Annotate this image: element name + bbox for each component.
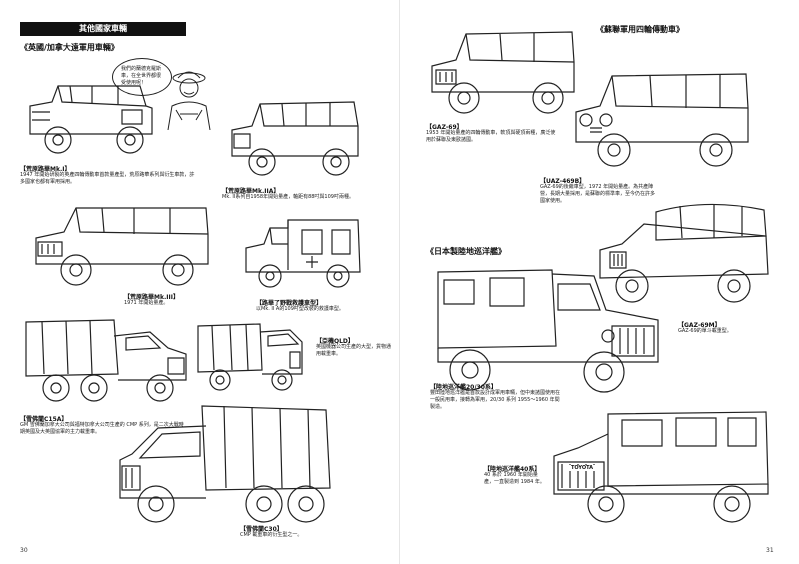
soldier-illustration <box>160 66 218 130</box>
vehicle-desc-gaz-69: 1953 年開始量產的四輪傳動車，軟頂與硬頂兩種，廣泛使用於蘇聯及東歐諸國。 <box>426 130 556 143</box>
land-rover-mk1-illustration <box>22 78 158 160</box>
uaz-469b-illustration <box>572 66 754 172</box>
vehicle-label-bedford-qld: 【亞機QLD】 <box>316 338 354 345</box>
page-number-left: 30 <box>20 547 28 554</box>
vehicle-desc-land-cruiser-20-30: 豐田陸地巡洋艦是首款設計成軍用車輛，但中東諸國使用在一般民用車，接轉為軍用，20… <box>430 390 561 410</box>
vehicle-label-land-rover-mk1: 【荒原路華Mk.I】 <box>20 166 71 173</box>
land-rover-mk2a-illustration <box>226 96 364 182</box>
vehicle-desc-gaz-69m: GAZ-69的單斗載重型。 <box>678 328 732 334</box>
vehicle-desc-land-rover-mk1: 1947 年開始研製的英產四輪傳動車首款量產型，荒原路華系列與衍生車款，許多國家… <box>20 172 195 185</box>
section-heading-uk: 《英國/加拿大遠軍用車輛》 <box>20 43 119 52</box>
ambulance-illustration <box>242 214 364 294</box>
vehicle-label-land-rover-mk3: 【荒原路華Mk.III】 <box>124 294 179 301</box>
page-gutter <box>399 0 400 564</box>
gaz-69-illustration <box>426 26 580 120</box>
vehicle-label-gaz-69m: 【GAZ-69M】 <box>678 322 721 329</box>
vehicle-label-uaz-469b: 【UAZ-469B】 <box>540 178 586 185</box>
gaz-69m-illustration <box>596 196 774 312</box>
speech-bubble-text: 我們的蘭德克羅斯車，在全世界都很受使用呢！ <box>121 66 162 86</box>
vehicle-desc-land-rover-mk2a: Mk. II系列自1958年開始量產，軸距有88吋與109吋兩種。 <box>222 194 354 200</box>
vehicle-label-ambulance: 【路華了野戰救護車型】 <box>256 300 323 307</box>
vehicle-desc-chevrolet-c30: CMP 載重車的衍生型之一。 <box>240 532 303 538</box>
vehicle-desc-chevrolet-c15a: GM 雪佛蘭加拿大公司與福特加拿大公司生產的 CMP 系列，是二次大戰時期英國及… <box>20 422 184 435</box>
land-rover-mk3-illustration <box>30 198 214 290</box>
section-heading-japan: 《日本製陸地巡洋艦》 <box>426 247 506 256</box>
section-heading-ussr: 《蘇聯軍用四輪傳動車》 <box>596 25 684 34</box>
vehicle-label-chevrolet-c30: 【雪佛蘭C30】 <box>240 526 283 533</box>
vehicle-label-land-cruiser-40: 【陸地巡洋艦40系】 <box>484 466 541 473</box>
chevrolet-c30-illustration <box>112 400 336 528</box>
vehicle-label-chevrolet-c15a: 【雪佛蘭C15A】 <box>20 416 68 423</box>
vehicle-desc-ambulance: 以Mk. II A的109吋型改裝的救護車型。 <box>256 306 344 312</box>
land-cruiser-40-illustration: TOYOTA <box>548 404 774 532</box>
land-cruiser-20-30-illustration <box>430 262 664 402</box>
vehicle-desc-bedford-qld: 英國機器公司生產的大型，貨物通用載重車。 <box>316 344 392 357</box>
bedford-qld-illustration <box>194 318 308 396</box>
speech-bubble: 我們的蘭德克羅斯車，在全世界都很受使用呢！ <box>112 58 172 96</box>
vehicle-label-land-rover-mk2a: 【荒原路華Mk.IIA】 <box>222 188 280 195</box>
vehicle-desc-land-cruiser-40: 40 系於 1960 年開始量產，一直製造到 1984 年。 <box>484 472 545 485</box>
page-banner: 其他國家車輛 <box>20 22 186 36</box>
vehicle-desc-land-rover-mk3: 1971 年開始量產。 <box>124 300 169 306</box>
page-number-right: 31 <box>766 547 774 554</box>
vehicle-label-gaz-69: 【GAZ-69】 <box>426 124 463 131</box>
vehicle-label-land-cruiser-20-30: 【陸地巡洋艦20/30系】 <box>430 384 497 391</box>
grille-text: TOYOTA <box>564 465 600 471</box>
chevrolet-c15a-illustration <box>22 314 192 406</box>
vehicle-desc-uaz-469b: GAZ-69的後繼車型，1972 年開始量產。為共產陣營，長期大量採用，是蘇聯的… <box>540 184 656 204</box>
